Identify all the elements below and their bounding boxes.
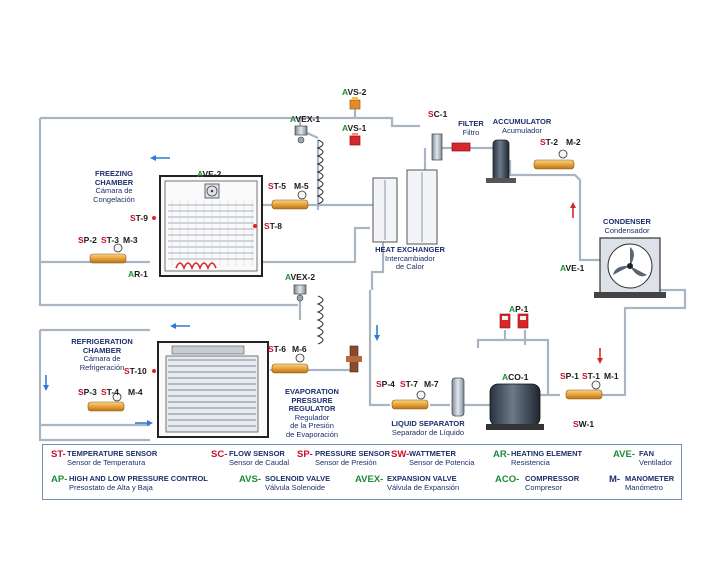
tag-ap1: AP-1 [509, 304, 529, 314]
arrow-red-2 [597, 348, 603, 364]
label-accumulator: ACCUMULATOR Acumulador [492, 117, 552, 135]
tag-ave2: AVE-2 [197, 169, 222, 179]
tag-st3: ST-3 [101, 235, 119, 245]
flow-arrows [43, 155, 603, 426]
tag-aco1: ACO-1 [502, 372, 529, 382]
arrow-blue-4 [135, 420, 153, 426]
tag-avex2: AVEX-2 [285, 272, 316, 282]
tag-sp3: SP-3 [78, 387, 97, 397]
tag-avs2: AVS-2 [342, 87, 367, 97]
tag-st4: ST-4 [101, 387, 119, 397]
manometer-icons [112, 149, 601, 402]
label-filter: FILTER Filtro [458, 119, 484, 137]
tag-avex1: AVEX-1 [290, 114, 321, 124]
refrigeration-chamber [157, 341, 269, 438]
arrow-blue-1 [150, 155, 170, 161]
filter-icon [451, 142, 471, 152]
tag-st10: ST-10 [124, 366, 147, 376]
capillary-coil-2 [316, 295, 324, 345]
tag-st9: ST-9 [130, 213, 148, 223]
tag-sw1: SW-1 [573, 419, 595, 429]
tag-st2: ST-2 [540, 137, 558, 147]
tag-m2: M-2 [566, 137, 581, 147]
tag-st5: ST-5 [268, 181, 286, 191]
tag-ave1: AVE-1 [560, 263, 585, 273]
tag-st1: ST-1 [582, 371, 600, 381]
label-heat-exchanger: HEAT EXCHANGER Intercambiador de Calor [375, 245, 445, 271]
tag-sp1: SP-1 [560, 371, 579, 381]
label-evaporation-regulator: EVAPORATION PRESSURE REGULATOR Regulador… [285, 387, 339, 439]
tag-sc1: SC-1 [428, 109, 448, 119]
label-refrigeration-chamber: REFRIGERATION CHAMBER Cámara de Refriger… [71, 337, 133, 372]
solenoid-valve-avs2-icon [349, 97, 361, 110]
condenser-icon [594, 237, 666, 298]
tag-m6: M-6 [292, 344, 307, 354]
tag-sp2: SP-2 [78, 235, 97, 245]
tag-m1: M-1 [604, 371, 619, 381]
solenoid-valve-avs1-icon [349, 133, 361, 146]
valve-avex1-icon [294, 125, 308, 144]
liquid-separator-icon [451, 377, 465, 417]
label-liquid-separator: LIQUID SEPARATOR Separador de Líquido [391, 419, 465, 437]
valve-avex2-icon [293, 284, 307, 302]
tag-st8: ST-8 [264, 221, 282, 231]
arrow-blue-5 [374, 325, 380, 341]
pressure-control-ap1-icon [499, 313, 529, 329]
arrow-blue-2 [170, 323, 190, 329]
capillary-coil-1 [316, 139, 324, 205]
heat-exchanger [372, 169, 438, 245]
arrow-red-1 [570, 202, 576, 218]
tag-st6: ST-6 [268, 344, 286, 354]
tag-avs1: AVS-1 [342, 123, 367, 133]
arrow-blue-3 [43, 375, 49, 391]
compressor-icon [486, 383, 544, 430]
tag-ar1: AR-1 [128, 269, 148, 279]
temperature-sensor-dots [152, 216, 257, 373]
tag-st7: ST-7 [400, 379, 418, 389]
sensor-blocks [87, 159, 603, 412]
accumulator-icon [486, 139, 516, 183]
label-condenser: CONDENSER Condensador [603, 217, 651, 235]
flow-sensor-sc1-icon [431, 133, 443, 161]
tag-sp4: SP-4 [376, 379, 395, 389]
tag-m3: M-3 [123, 235, 138, 245]
fan-icon [204, 183, 220, 199]
freezing-chamber [159, 175, 263, 277]
evaporation-regulator-icon [346, 345, 362, 373]
tag-m4: M-4 [128, 387, 143, 397]
tag-m5: M-5 [294, 181, 309, 191]
label-freezing-chamber: FREEZING CHAMBER Cámara de Congelación [93, 169, 135, 204]
tag-m7: M-7 [424, 379, 439, 389]
